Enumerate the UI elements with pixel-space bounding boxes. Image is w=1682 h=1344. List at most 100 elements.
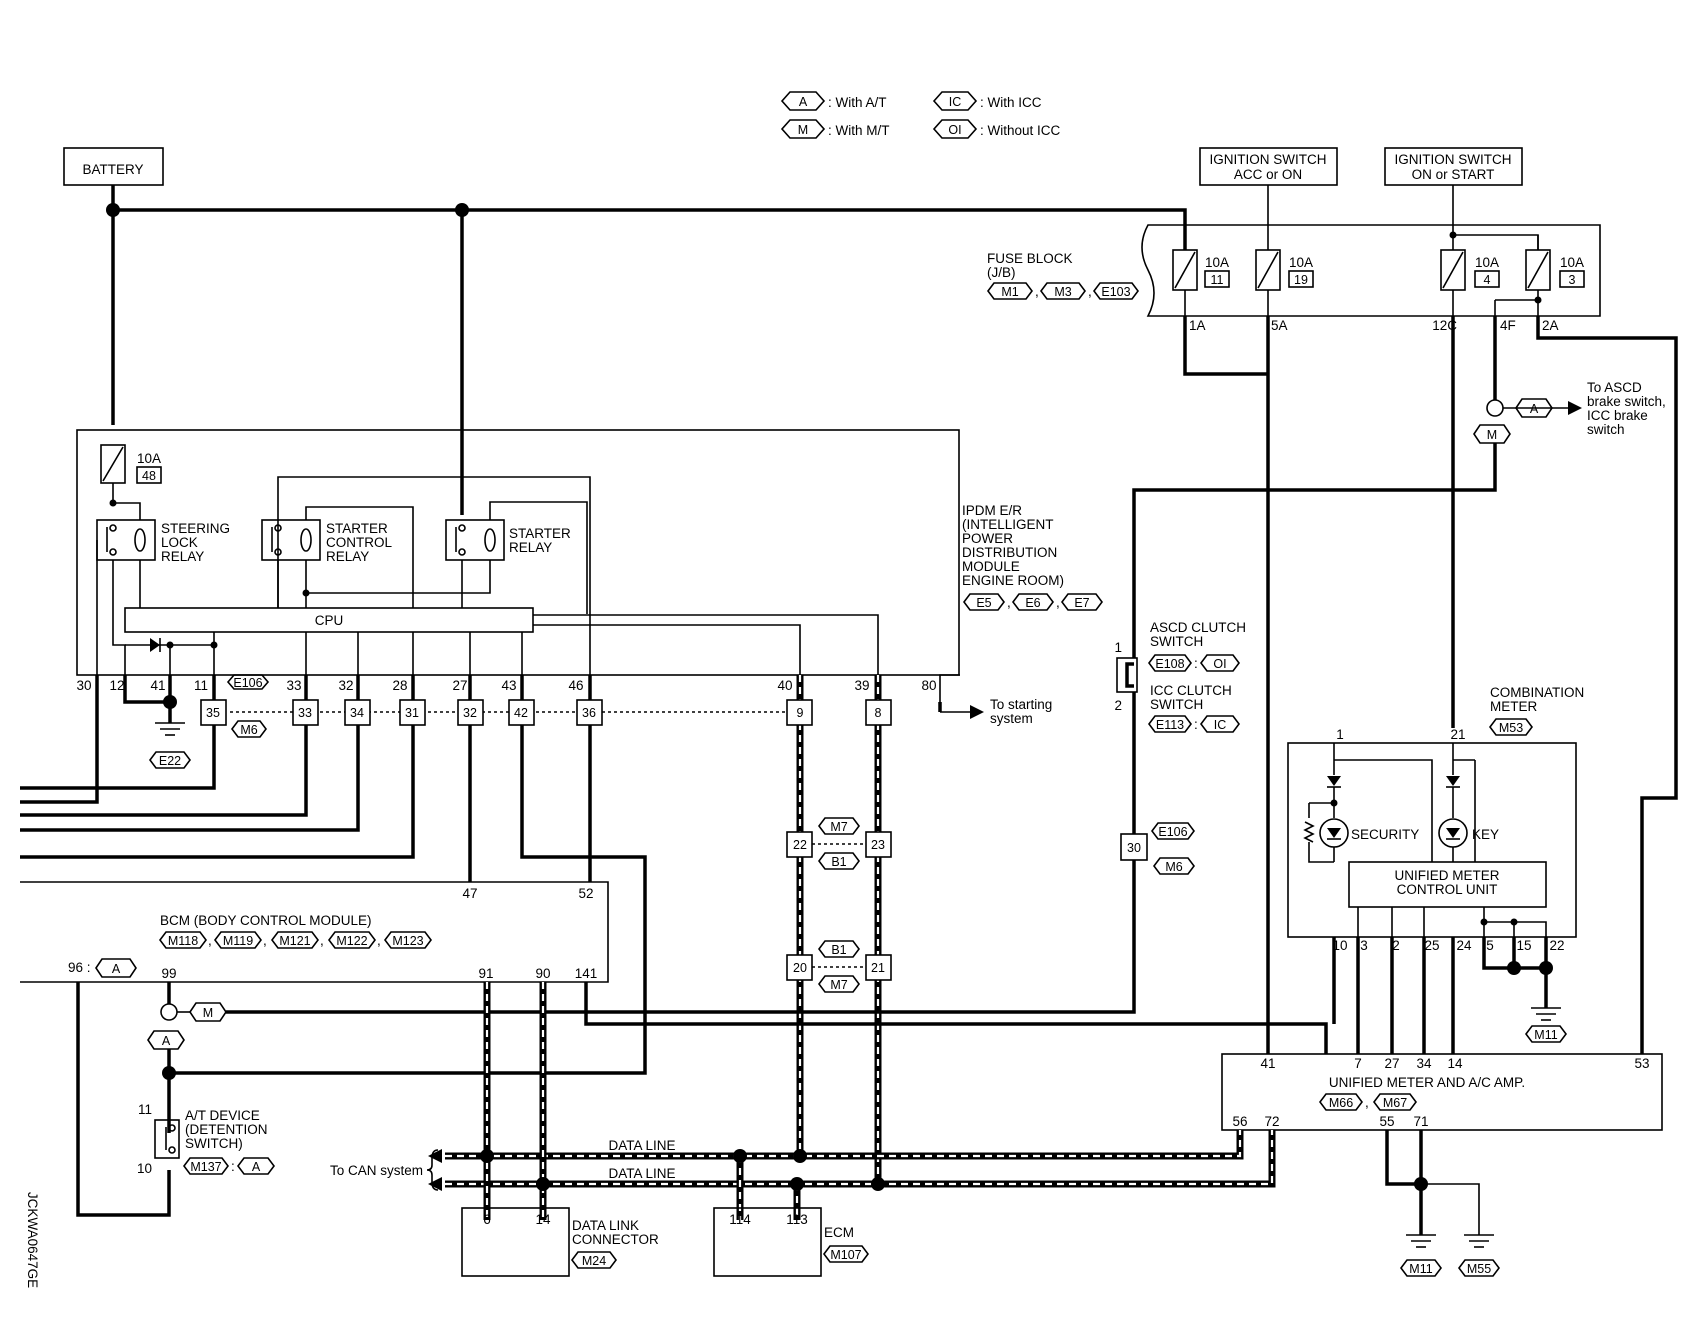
- connector-m53: M53: [1499, 721, 1523, 735]
- svg-text:5: 5: [1486, 938, 1494, 953]
- comma: ,: [1088, 284, 1092, 299]
- ipdm-terminals: 30 12 41 11 33 32 28 27 43 46 40 39 80: [76, 678, 936, 693]
- clutch-switches: 1 2 ASCD CLUTCH SWITCH E108 : OI ICC CLU…: [1114, 620, 1246, 733]
- svg-text:39: 39: [854, 678, 869, 693]
- connector-e6: E6: [1025, 596, 1040, 610]
- svg-text:99: 99: [161, 966, 176, 981]
- joint-pins-row1: 35 33 34 31 32 42 36: [200, 699, 603, 726]
- svg-text:80: 80: [921, 678, 936, 693]
- svg-text:SWITCH: SWITCH: [1150, 697, 1203, 712]
- svg-text:41: 41: [150, 678, 165, 693]
- connector-e7: E7: [1074, 596, 1089, 610]
- svg-text:42: 42: [514, 706, 528, 720]
- svg-text:11: 11: [138, 1102, 152, 1117]
- svg-text:30: 30: [76, 678, 91, 693]
- svg-text:47: 47: [462, 886, 477, 901]
- ipdm-module: 10A 48 STEERING LOCK RELAY STARTER CONTR…: [76, 429, 960, 712]
- svg-text:15: 15: [1516, 938, 1531, 953]
- connector-m6: M6: [240, 723, 257, 737]
- wire-bcm96: [76, 982, 171, 1217]
- wire-1a: [1183, 316, 1268, 376]
- legend-code-m: M: [798, 123, 808, 137]
- connector-m6-j30: M6: [1165, 860, 1182, 874]
- connector-b1: B1: [831, 855, 846, 869]
- svg-text:,: ,: [377, 933, 381, 948]
- wire-amp55: [1385, 1130, 1421, 1186]
- term-5a: 5A: [1271, 318, 1288, 333]
- svg-text:31: 31: [405, 706, 419, 720]
- legend: A : With A/T M : With M/T IC : With ICC …: [780, 91, 1061, 139]
- svg-text:25: 25: [1424, 938, 1439, 953]
- ignition-on-box: [1384, 147, 1523, 186]
- ignition-on-label-1: IGNITION SWITCH: [1395, 152, 1512, 167]
- to-ascd-2: brake switch,: [1587, 394, 1666, 409]
- svg-text::: :: [231, 1159, 235, 1174]
- legend-text-a: : With A/T: [828, 95, 887, 110]
- legend-code-a: A: [799, 95, 808, 109]
- ecm: 114 113 ECM M107: [713, 1207, 869, 1277]
- ipdm-title-5: MODULE: [962, 559, 1020, 574]
- fuse-11-amp: 10A: [1205, 255, 1229, 270]
- svg-text:M123: M123: [392, 934, 423, 948]
- svg-text:43: 43: [501, 678, 516, 693]
- connector-e113: E113: [1156, 718, 1184, 732]
- svg-text:21: 21: [871, 961, 885, 975]
- bcm-title: BCM (BODY CONTROL MODULE): [160, 913, 372, 928]
- svg-text:A: A: [112, 962, 121, 976]
- svg-text:96 :: 96 :: [68, 960, 91, 975]
- svg-text:A/T DEVICE: A/T DEVICE: [185, 1108, 260, 1123]
- cpu-block: [124, 607, 534, 633]
- svg-text:3: 3: [1360, 938, 1368, 953]
- svg-text:30: 30: [1127, 841, 1141, 855]
- unified-meter-ac-amp: 41 7 27 34 14 53 UNIFIED METER AND A/C A…: [1221, 1053, 1663, 1131]
- security-label: SECURITY: [1351, 827, 1419, 842]
- fuse-block-title-1: FUSE BLOCK: [987, 251, 1073, 266]
- wire-term33: [20, 675, 308, 817]
- svg-text:6: 6: [483, 1212, 491, 1227]
- ground-m11-amp: M11: [1409, 1262, 1432, 1276]
- fuse-19-num: 19: [1294, 273, 1308, 287]
- ipdm-title-4: DISTRIBUTION: [962, 545, 1057, 560]
- can-bus: DATA LINE DATA LINE To CAN system: [330, 982, 1276, 1220]
- amp-title: UNIFIED METER AND A/C AMP.: [1329, 1075, 1525, 1090]
- starter-control-relay: [261, 519, 321, 561]
- option-m-4f: M: [1487, 428, 1497, 442]
- svg-text:ICC CLUTCH: ICC CLUTCH: [1150, 683, 1232, 698]
- bcm-module: 47 52 BCM (BODY CONTROL MODULE) M118 , M…: [20, 881, 609, 983]
- wire-2a-amp53: [1536, 316, 1678, 1054]
- combination-meter: COMBINATION METER M53 1 21 SECURITY KEY: [1287, 685, 1584, 953]
- connector-m7: M7: [830, 820, 847, 834]
- wire-term30: [20, 675, 99, 804]
- svg-text:SWITCH: SWITCH: [1150, 634, 1203, 649]
- connector-m66: M66: [1329, 1096, 1353, 1110]
- svg-text::: :: [1194, 656, 1198, 671]
- svg-text:23: 23: [871, 838, 885, 852]
- ipdm-title-6: ENGINE ROOM): [962, 573, 1064, 588]
- svg-text:114: 114: [729, 1212, 751, 1227]
- svg-text:,: ,: [1365, 1095, 1369, 1110]
- fuse-11-num: 11: [1211, 273, 1224, 287]
- connector-e106: E106: [233, 676, 262, 690]
- connector-e108: E108: [1155, 657, 1184, 671]
- svg-text:72: 72: [1264, 1114, 1279, 1129]
- svg-text:55: 55: [1379, 1114, 1394, 1129]
- svg-text:20: 20: [793, 961, 807, 975]
- data-line-2: DATA LINE: [608, 1166, 675, 1181]
- fuse-4-amp: 10A: [1475, 255, 1499, 270]
- fuse-block-title-2: (J/B): [987, 265, 1016, 280]
- wire-term12-41: [123, 675, 172, 704]
- svg-text:DATA LINK: DATA LINK: [572, 1218, 639, 1233]
- connector-e5: E5: [976, 596, 991, 610]
- connector-m137: M137: [190, 1160, 221, 1174]
- svg-text:ASCD CLUTCH: ASCD CLUTCH: [1150, 620, 1246, 635]
- term-1a: 1A: [1189, 318, 1206, 333]
- svg-text:M121: M121: [279, 934, 310, 948]
- connector-e103: E103: [1101, 285, 1130, 299]
- svg-text:M119: M119: [223, 934, 253, 948]
- svg-text:28: 28: [392, 678, 407, 693]
- legend-code-oi: OI: [948, 123, 961, 137]
- svg-text:56: 56: [1232, 1114, 1247, 1129]
- svg-text:10: 10: [1332, 938, 1347, 953]
- svg-text:91: 91: [478, 966, 493, 981]
- unified-meter-control-unit: [1348, 861, 1547, 908]
